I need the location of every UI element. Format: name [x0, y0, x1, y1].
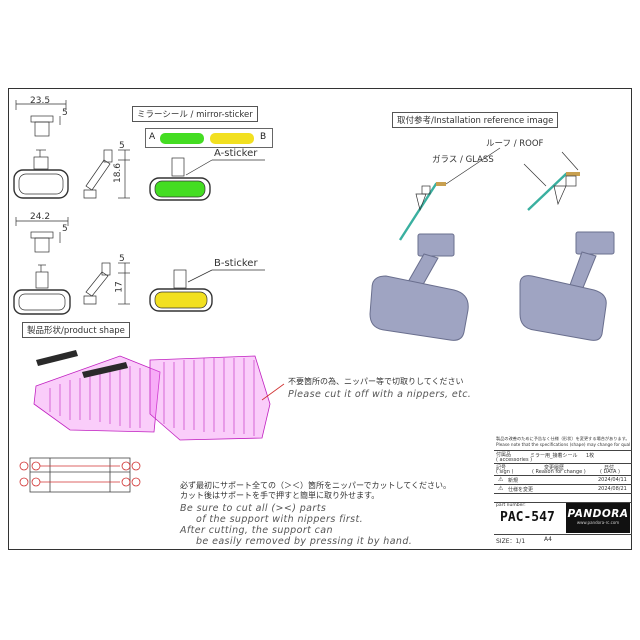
sign-en: ( sign )	[496, 469, 514, 475]
history-label: 変更履歴	[544, 465, 565, 471]
accessories-label: 付属品	[496, 452, 512, 458]
support-note-jp-2: カット後はサポートを手で押すと簡単に取り外せます。	[180, 491, 380, 500]
mirror-a-top-dim: 5	[62, 108, 68, 118]
roof-label: ルーフ / ROOF	[486, 139, 544, 149]
glass-label: ガラス / GLASS	[432, 155, 494, 165]
mirror-b-side-top-dim: 5	[119, 254, 125, 264]
part-number: PAC-547	[500, 510, 555, 525]
support-note-en-1: Be sure to cut all (><) parts	[180, 503, 327, 514]
accessory-item: ミラー用_接着シール	[530, 453, 578, 459]
sticker-a-label: A	[149, 132, 156, 142]
date-en: ( DATA )	[600, 469, 620, 475]
support-note-en-3: After cutting, the support can	[180, 525, 333, 536]
history-en: ( Reason for change )	[532, 469, 586, 475]
sticker-swatch-panel: A B	[145, 128, 273, 148]
revision-1-date: 2024/04/11	[598, 477, 627, 483]
notice-jp: 製品の改善のために予告なく仕様（形状）を変更する場合があります。	[496, 436, 630, 441]
sticker-b-swatch	[210, 133, 254, 144]
mirror-b-width-dim: 24.2	[30, 212, 51, 222]
mirror-a-side-height-dim: 18.6	[113, 162, 124, 184]
brand-url: www.pandora-rc.com	[576, 520, 620, 525]
product-shape-section-title: 製品形状/product shape	[22, 322, 130, 338]
title-block: 製品の改善のために予告なく仕様（形状）を変更する場合があります。 Please …	[494, 436, 632, 550]
revision-2-reason: 仕様を変更	[508, 487, 534, 493]
notice-en: Please note that the specifications (sha…	[496, 442, 630, 447]
support-note-en-2: of the support with nippers first.	[196, 514, 364, 525]
accessories-en: ( accessories )	[496, 457, 533, 463]
installation-section-title: 取付参考/Installation reference image	[392, 112, 559, 128]
part-number-label: part number:	[496, 503, 526, 508]
revision-2-sign: ⚠	[498, 485, 504, 492]
sticker-a-swatch	[160, 133, 204, 144]
sign-label: 記号	[496, 465, 507, 471]
b-sticker-label: B-sticker	[214, 258, 258, 269]
mirror-b-side-height-dim: 17	[114, 281, 125, 293]
revision-1-sign: ⚠	[498, 476, 504, 483]
mirror-a-side-top-dim: 5	[119, 141, 125, 151]
accessory-qty: 1枚	[586, 453, 595, 459]
mirror-b-top-dim: 5	[62, 224, 68, 234]
sticker-b-label: B	[260, 132, 267, 142]
brand-logo: PANDORA www.pandora-rc.com	[566, 503, 630, 533]
cut-off-note-en: Please cut it off with a nippers, etc.	[288, 389, 472, 400]
revision-1-reason: 新規	[508, 478, 519, 484]
mirror-a-width-dim: 23.5	[30, 96, 51, 106]
support-note-en-4: be easily removed by pressing it by hand…	[196, 536, 413, 547]
a-sticker-label: A-sticker	[214, 148, 258, 159]
support-note-jp-1: 必ず最初にサポート全ての（＞＜）箇所をニッパーでカットしてください。	[180, 481, 452, 490]
revision-2-date: 2024/08/21	[598, 486, 627, 492]
drawing-sheet	[8, 88, 632, 550]
sticker-section-title: ミラーシール / mirror-sticker	[132, 106, 258, 122]
cut-off-note-jp: 不要箇所の為、ニッパー等で切取りしてください	[288, 377, 464, 386]
sheet-size: SIZE：1/1	[496, 538, 526, 545]
brand-name: PANDORA	[567, 508, 629, 520]
paper-size: A4	[544, 536, 552, 543]
date-label: 日付	[604, 465, 615, 471]
